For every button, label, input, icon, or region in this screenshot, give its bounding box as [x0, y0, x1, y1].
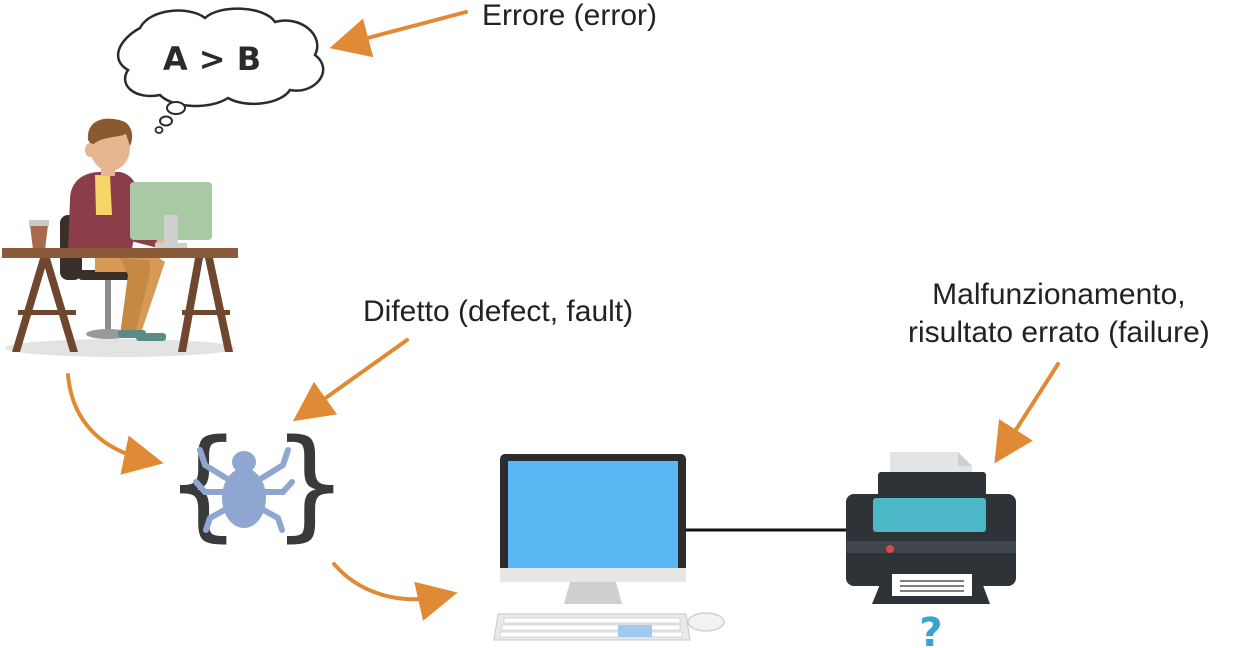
- developer-illustration: [2, 118, 238, 357]
- error-label: Errore (error): [482, 0, 658, 32]
- question-mark-icon: ?: [919, 610, 942, 648]
- thought-bubble-text: A > B: [163, 40, 261, 78]
- printer-illustration: ?: [846, 452, 1016, 648]
- failure-label-line1: Malfunzionamento,: [932, 278, 1186, 311]
- bug-code-illustration: { }: [165, 415, 348, 554]
- arrow-bug-to-computer: [332, 562, 458, 621]
- thought-cloud-icon: A > B: [116, 7, 325, 134]
- computer-illustration: [493, 454, 848, 641]
- connector-arrows: [66, 10, 1060, 621]
- failure-label: Malfunzionamento, risultato errato (fail…: [908, 276, 1210, 352]
- arrow-error-to-cloud: [329, 10, 468, 58]
- arrow-developer-to-bug: [66, 373, 164, 475]
- bug-icon: [193, 447, 295, 533]
- arrow-defect-label-to-bug: [292, 338, 409, 422]
- arrow-failure-label-to-printer: [994, 362, 1060, 464]
- failure-label-line2: risultato errato (failure): [908, 316, 1210, 349]
- right-brace-icon: }: [272, 415, 348, 554]
- defect-label: Difetto (defect, fault): [363, 295, 634, 328]
